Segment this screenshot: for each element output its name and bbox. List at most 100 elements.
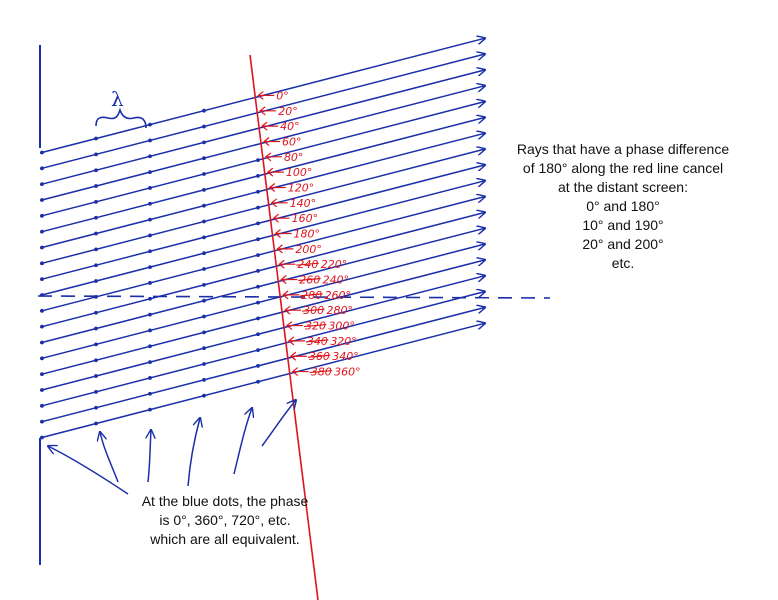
phase-zero-dot bbox=[94, 374, 98, 378]
phase-zero-dot bbox=[94, 421, 98, 426]
phase-zero-dot bbox=[148, 344, 152, 349]
phase-label-arrow bbox=[263, 137, 281, 146]
phase-label-arrow bbox=[280, 275, 298, 284]
phase-label: 160° bbox=[272, 212, 319, 225]
phase-zero-dot bbox=[148, 154, 152, 159]
phase-zero-dot bbox=[94, 294, 98, 299]
note-bottom-line: At the blue dots, the phase bbox=[141, 493, 309, 509]
phase-label-value: 180° bbox=[294, 228, 321, 241]
phase-label: 200° bbox=[276, 243, 322, 256]
phase-zero-dot bbox=[40, 229, 44, 234]
ray bbox=[39, 181, 485, 297]
phase-zero-dot bbox=[94, 168, 98, 173]
phase-zero-dot bbox=[40, 324, 44, 329]
phase-label-arrow bbox=[272, 213, 290, 223]
phase-zero-dot bbox=[256, 332, 260, 337]
phase-zero-dot bbox=[256, 300, 260, 305]
strike-line bbox=[303, 323, 327, 328]
ray bbox=[39, 260, 485, 376]
phase-zero-dot bbox=[40, 277, 44, 282]
phase-zero-dot bbox=[148, 233, 152, 238]
note-right-line: etc. bbox=[611, 255, 635, 271]
pointer-arrow-6 bbox=[261, 400, 296, 447]
phase-zero-dot bbox=[256, 189, 260, 194]
phase-zero-dot bbox=[40, 198, 44, 202]
phase-label-arrow bbox=[282, 290, 300, 300]
phase-zero-dot bbox=[202, 330, 206, 335]
phase-zero-dot bbox=[40, 293, 44, 297]
phase-zero-dot bbox=[256, 253, 260, 257]
phase-label: 140° bbox=[270, 197, 317, 210]
phase-zero-dot bbox=[40, 245, 44, 250]
phase-zero-dot bbox=[148, 312, 152, 317]
phase-label-arrow bbox=[261, 121, 279, 131]
phase-zero-dot bbox=[40, 419, 44, 424]
phase-label-arrow bbox=[257, 90, 275, 100]
phase-zero-dot bbox=[94, 405, 98, 410]
ray bbox=[39, 276, 485, 392]
phase-label-arrow bbox=[287, 336, 305, 346]
phase-zero-dot bbox=[40, 403, 44, 408]
phase-zero-dot bbox=[256, 221, 260, 226]
pointer-arrow-3 bbox=[148, 430, 151, 483]
phase-label-arrow bbox=[268, 183, 286, 192]
phase-labels: 0°20°40°60°80°100°120°140°160°180°200°24… bbox=[257, 89, 361, 379]
phase-label-arrow bbox=[264, 152, 282, 162]
phase-label: 20° bbox=[259, 105, 298, 118]
phase-label-value: 160° bbox=[292, 212, 319, 225]
phase-zero-dot bbox=[202, 267, 206, 271]
phase-zero-dot bbox=[40, 308, 44, 313]
phase-zero-dot bbox=[148, 170, 152, 175]
phase-label: 120° bbox=[268, 181, 315, 194]
ray bbox=[39, 86, 485, 202]
phase-zero-dot bbox=[202, 251, 206, 256]
phase-zero-dot bbox=[148, 391, 152, 396]
phase-zero-dot bbox=[202, 124, 206, 129]
phase-zero-dot bbox=[256, 379, 260, 384]
phase-zero-dots bbox=[40, 108, 260, 440]
phase-zero-dot bbox=[94, 342, 98, 347]
phase-label-value: 140° bbox=[290, 197, 317, 210]
phase-zero-dot bbox=[202, 298, 206, 303]
phase-zero-dot bbox=[148, 360, 152, 365]
phase-zero-dot bbox=[202, 140, 206, 145]
phase-zero-dot bbox=[94, 231, 98, 236]
phase-zero-dot bbox=[256, 237, 260, 242]
phase-zero-dot bbox=[202, 346, 206, 351]
phase-label-value: 120° bbox=[288, 181, 315, 194]
phase-label-value: 20° bbox=[278, 105, 298, 118]
phase-zero-dot bbox=[202, 219, 206, 224]
phase-zero-dot bbox=[148, 265, 152, 270]
phase-label-arrow bbox=[289, 351, 307, 361]
ray bbox=[39, 70, 485, 186]
phase-zero-dot bbox=[202, 393, 206, 398]
phase-label-arrow bbox=[278, 259, 296, 269]
phase-zero-dot bbox=[40, 388, 44, 392]
phase-zero-dot bbox=[94, 279, 98, 283]
ray bbox=[39, 117, 485, 233]
pointer-arrow-5 bbox=[233, 408, 252, 475]
phase-zero-dot bbox=[40, 372, 44, 377]
strike-line bbox=[300, 293, 323, 297]
phase-zero-dot bbox=[256, 205, 260, 210]
phase-label: 100° bbox=[266, 166, 312, 179]
phase-zero-dot bbox=[202, 172, 206, 176]
ray bbox=[39, 307, 485, 423]
strike-line bbox=[302, 308, 325, 312]
phase-label-value: 360° bbox=[334, 366, 361, 379]
phase-zero-dot bbox=[256, 316, 260, 321]
note-bottom-line: which are all equivalent. bbox=[150, 531, 300, 547]
phase-zero-dot bbox=[202, 377, 206, 382]
phase-label-value: 60° bbox=[282, 135, 302, 148]
pointer-arrow-1 bbox=[48, 446, 129, 495]
strike-line bbox=[309, 369, 333, 374]
phase-zero-dot bbox=[256, 269, 260, 273]
ray bbox=[39, 197, 485, 313]
phase-label-arrow bbox=[259, 106, 277, 116]
phase-zero-dot bbox=[148, 328, 152, 333]
